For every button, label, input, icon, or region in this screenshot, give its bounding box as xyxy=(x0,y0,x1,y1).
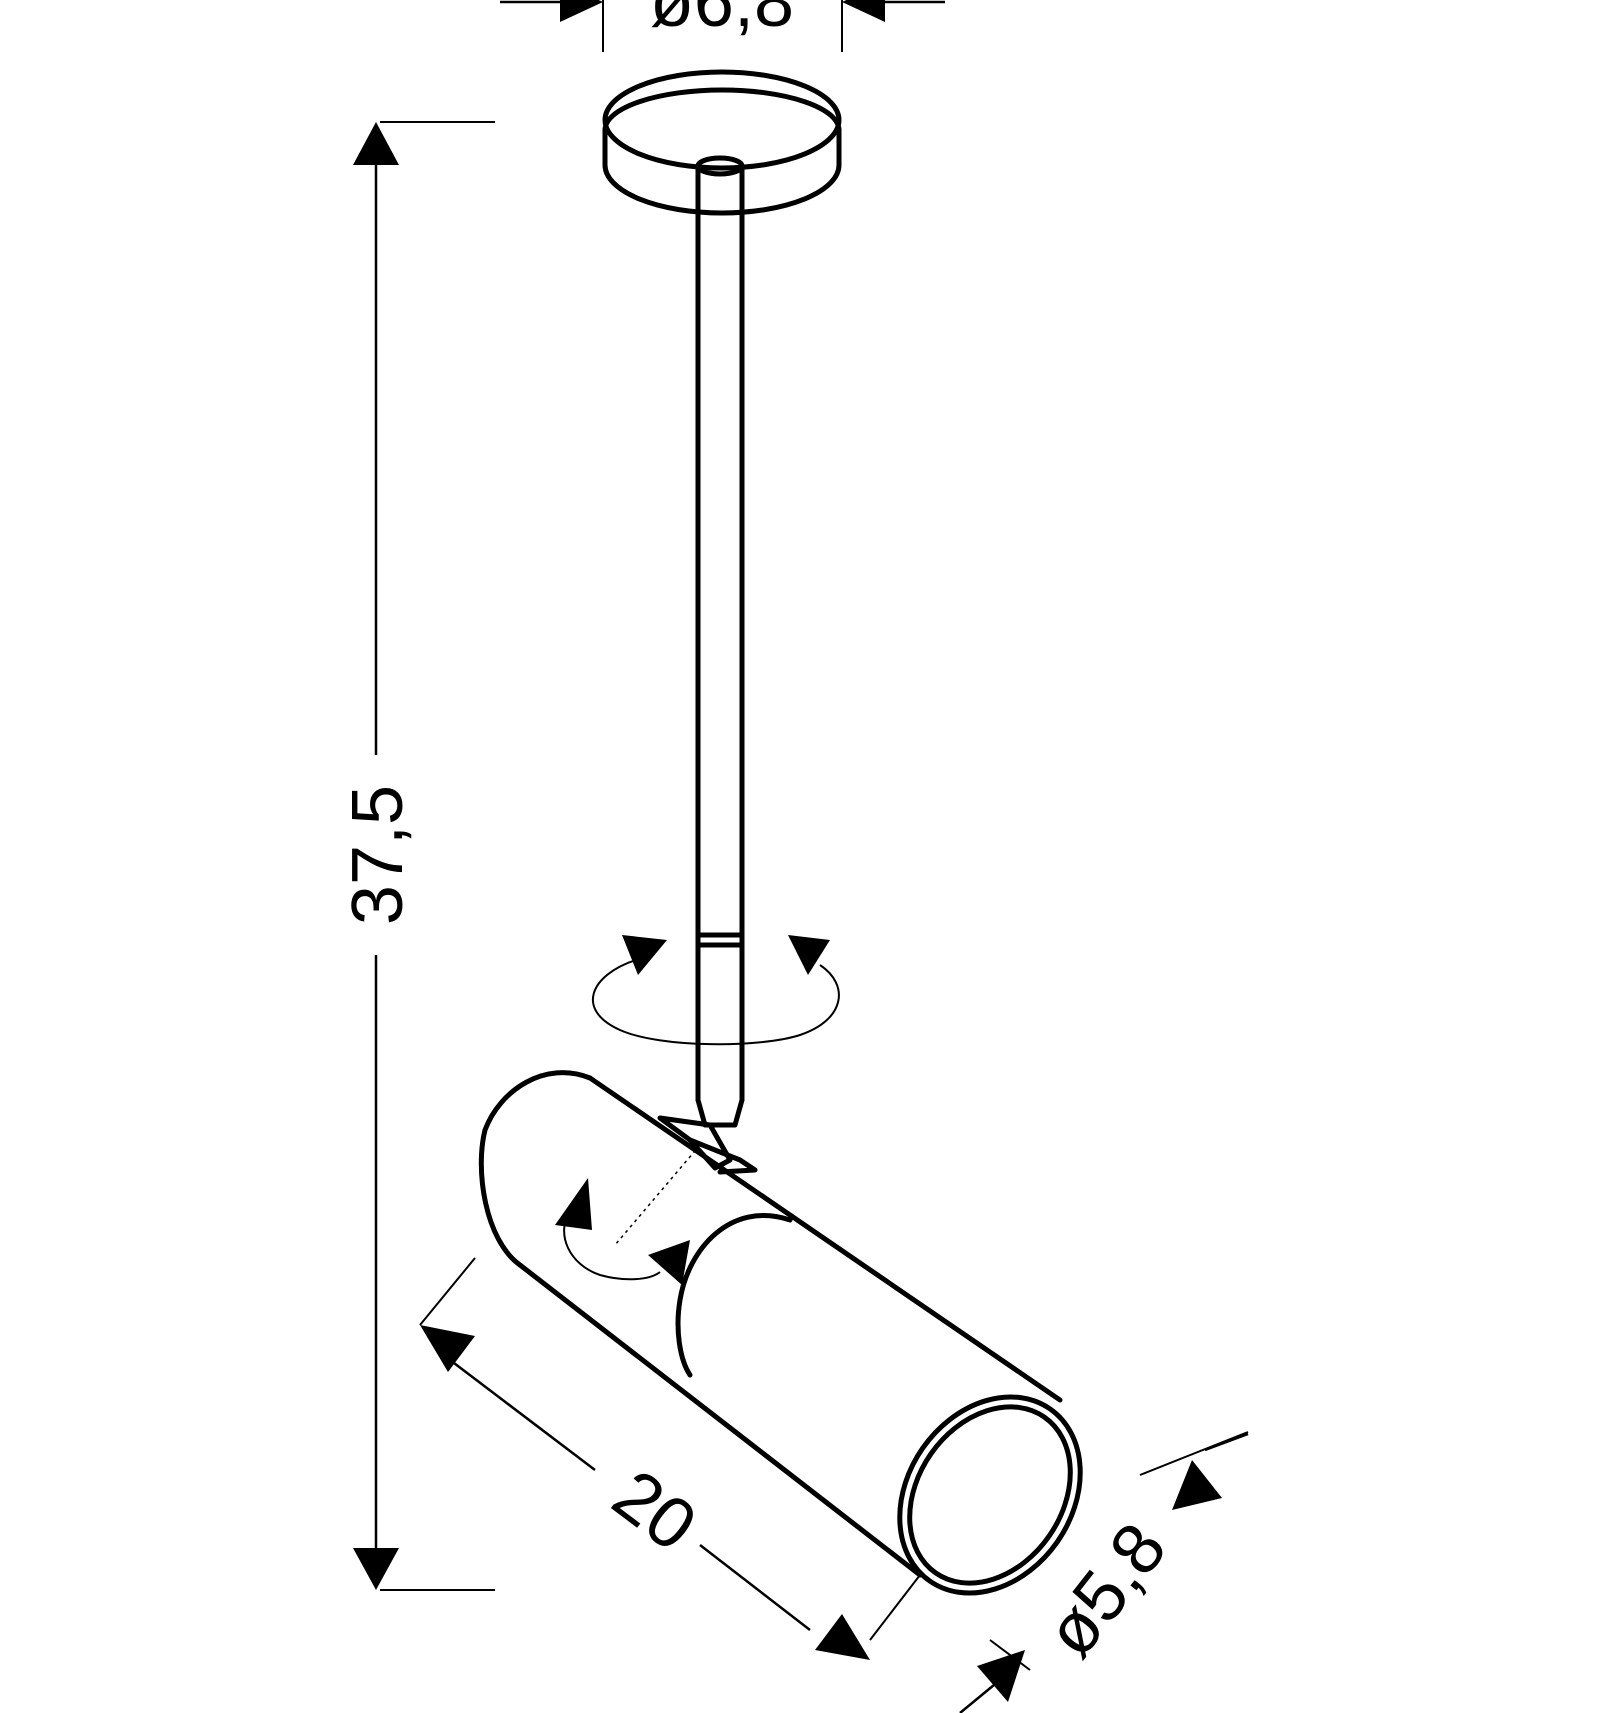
base-diameter-dimension: ø6,8 xyxy=(500,0,945,52)
arrow-up-icon xyxy=(353,122,399,165)
arrow-up-right-icon xyxy=(977,1650,1025,1702)
ceiling-canopy xyxy=(602,69,842,216)
arrow-down-right-icon xyxy=(815,1614,870,1660)
arrow-left-icon xyxy=(842,0,885,22)
total-height-dimension: 37,5 xyxy=(338,121,495,1591)
arrow-down-icon xyxy=(353,1548,399,1590)
rotate-left-arrow-icon xyxy=(622,935,667,975)
rotation-indicator-tilt xyxy=(555,1178,690,1285)
arrow-right-icon xyxy=(560,0,603,22)
tilt-right-arrow-icon xyxy=(648,1240,690,1285)
head-diameter-dimension: ø5,8 xyxy=(959,1431,1249,1713)
arrow-down-left-icon xyxy=(1172,1460,1222,1510)
tilt-up-arrow-icon xyxy=(555,1178,592,1230)
spotlight-head xyxy=(478,1070,1083,1596)
arrow-up-left-icon xyxy=(420,1325,475,1372)
base-diameter-label: ø6,8 xyxy=(650,0,794,42)
length-dimension: 20 xyxy=(419,1257,921,1660)
rotation-indicator-horizontal xyxy=(591,935,840,1046)
total-height-label: 37,5 xyxy=(338,785,418,925)
length-label: 20 xyxy=(598,1455,710,1567)
support-rod xyxy=(695,155,745,1128)
rotate-right-arrow-icon xyxy=(788,935,830,975)
